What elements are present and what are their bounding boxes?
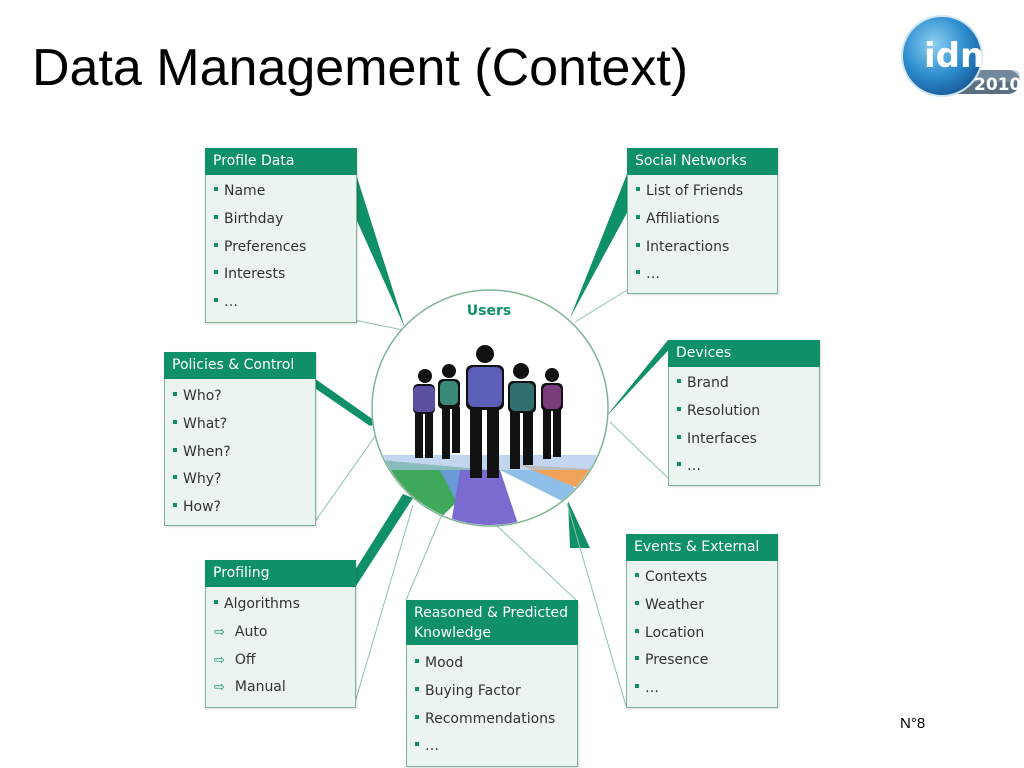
list-item: Algorithms	[214, 591, 300, 619]
reasoned-knowledge-header: Reasoned & Predicted Knowledge	[406, 600, 578, 645]
reasoned-knowledge-box: Reasoned & Predicted Knowledge Mood Buyi…	[406, 600, 578, 767]
profiling-box: Profiling Algorithms ⇨Auto ⇨Off ⇨Manual	[205, 560, 356, 708]
users-hub-label: Users	[466, 303, 512, 319]
profiling-list: Algorithms ⇨Auto ⇨Off ⇨Manual	[214, 591, 300, 702]
list-item: Interests	[214, 261, 306, 289]
list-item: …	[635, 675, 708, 703]
square-bullet-icon	[635, 628, 639, 633]
square-bullet-icon	[214, 214, 218, 219]
square-bullet-icon	[636, 270, 640, 275]
arrow-right-icon: ⇨	[214, 624, 225, 640]
square-bullet-icon	[214, 600, 218, 604]
policies-control-list: Who? What? When? Why? How?	[173, 383, 231, 522]
list-item: Birthday	[214, 206, 306, 234]
square-bullet-icon	[415, 686, 419, 691]
list-item: Interfaces	[677, 426, 760, 454]
list-item: Presence	[635, 647, 708, 675]
square-bullet-icon	[173, 503, 177, 508]
events-external-header: Events & External	[626, 534, 778, 561]
slide-title: Data Management (Context)	[32, 39, 689, 97]
square-bullet-icon	[635, 656, 639, 661]
square-bullet-icon	[415, 714, 419, 719]
profiling-header: Profiling	[205, 560, 356, 587]
list-item: What?	[173, 411, 231, 439]
devices-box: Devices Brand Resolution Interfaces …	[668, 340, 820, 486]
list-item: Interactions	[636, 234, 743, 262]
profile-data-header: Profile Data	[205, 148, 357, 175]
list-item: Weather	[635, 592, 708, 620]
square-bullet-icon	[214, 187, 218, 191]
page-number: N°8	[900, 715, 926, 732]
square-bullet-icon	[173, 419, 177, 424]
list-item: Resolution	[677, 398, 760, 426]
list-item: Mood	[415, 650, 555, 678]
list-item: Who?	[173, 383, 231, 411]
square-bullet-icon	[636, 214, 640, 219]
arrow-right-icon: ⇨	[214, 680, 225, 696]
square-bullet-icon	[636, 242, 640, 247]
square-bullet-icon	[214, 242, 218, 247]
square-bullet-icon	[214, 270, 218, 275]
square-bullet-icon	[677, 406, 681, 411]
users-hub	[371, 289, 609, 527]
profile-data-box: Profile Data Name Birthday Preferences I…	[205, 148, 357, 323]
list-item: Affiliations	[636, 206, 743, 234]
square-bullet-icon	[677, 379, 681, 383]
square-bullet-icon	[677, 462, 681, 467]
sub-list-item: ⇨Auto	[214, 623, 268, 640]
square-bullet-icon	[635, 684, 639, 689]
square-bullet-icon	[636, 187, 640, 191]
square-bullet-icon	[173, 447, 177, 452]
square-bullet-icon	[214, 298, 218, 303]
social-networks-list: List of Friends Affiliations Interaction…	[636, 178, 743, 289]
list-item: Preferences	[214, 234, 306, 262]
devices-list: Brand Resolution Interfaces …	[677, 370, 760, 481]
list-item: Brand	[677, 370, 760, 398]
policies-control-header: Policies & Control	[164, 352, 316, 379]
list-item: How?	[173, 494, 231, 522]
profile-data-list: Name Birthday Preferences Interests …	[214, 178, 306, 317]
idn-2010-logo: idn 2010	[901, 15, 1021, 97]
list-item: …	[214, 289, 306, 317]
square-bullet-icon	[173, 475, 177, 480]
list-item: …	[636, 261, 743, 289]
list-item: Why?	[173, 466, 231, 494]
reasoned-knowledge-list: Mood Buying Factor Recommendations …	[415, 650, 555, 761]
svg-text:2010: 2010	[974, 75, 1021, 95]
list-item: Contexts	[635, 564, 708, 592]
square-bullet-icon	[173, 392, 177, 396]
social-networks-header: Social Networks	[627, 148, 778, 175]
square-bullet-icon	[677, 434, 681, 439]
social-networks-box: Social Networks List of Friends Affiliat…	[627, 148, 778, 294]
square-bullet-icon	[415, 742, 419, 747]
svg-text:idn: idn	[924, 36, 984, 76]
list-item: When?	[173, 439, 231, 467]
policies-control-box: Policies & Control Who? What? When? Why?…	[164, 352, 316, 526]
square-bullet-icon	[635, 600, 639, 605]
list-item: Name	[214, 178, 306, 206]
list-item: Buying Factor	[415, 678, 555, 706]
arrow-right-icon: ⇨	[214, 652, 225, 668]
devices-header: Devices	[668, 340, 820, 367]
list-item: Recommendations	[415, 706, 555, 734]
list-item: …	[415, 733, 555, 761]
list-item: …	[677, 453, 760, 481]
list-item: List of Friends	[636, 178, 743, 206]
sub-list-item: ⇨Manual	[214, 679, 286, 696]
events-external-box: Events & External Contexts Weather Locat…	[626, 534, 778, 708]
square-bullet-icon	[415, 659, 419, 663]
square-bullet-icon	[635, 573, 639, 577]
list-item: Location	[635, 620, 708, 648]
sub-list-item: ⇨Off	[214, 651, 256, 668]
events-external-list: Contexts Weather Location Presence …	[635, 564, 708, 703]
